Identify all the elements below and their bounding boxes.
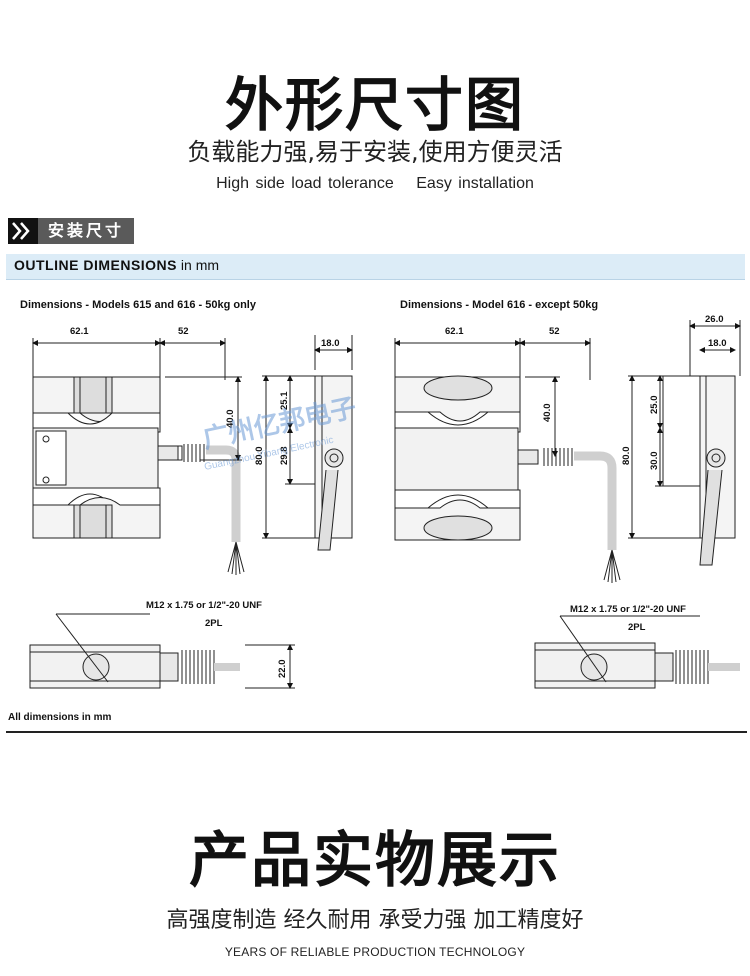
left-pl-label: 2PL [205, 618, 223, 629]
right-front-view [394, 338, 621, 583]
page-subtitle: 负载能力强,易于安装,使用方便灵活 [187, 138, 563, 166]
double-chevron-icon [8, 218, 38, 244]
right-bottom-view [534, 615, 740, 689]
svg-text:40.0: 40.0 [225, 410, 236, 429]
divider [6, 731, 747, 733]
right-thread-label: M12 x 1.75 or 1/2"-20 UNF [570, 604, 686, 615]
svg-text:18.0: 18.0 [321, 338, 340, 349]
svg-text:30.0: 30.0 [649, 452, 660, 471]
feature-side-load: High side load tolerance [216, 175, 394, 192]
product-subtitle: 高强度制造 经久耐用 承受力强 加工精度好 [166, 908, 584, 933]
svg-text:52: 52 [178, 326, 189, 337]
outline-heading: OUTLINE DIMENSIONS [14, 257, 178, 273]
outline-bar [6, 254, 745, 280]
page-title: 外形尺寸图 [224, 71, 525, 139]
section-tag: 安装尺寸 [38, 218, 135, 244]
product-title: 产品实物展示 [189, 826, 561, 896]
svg-text:62.1: 62.1 [445, 326, 464, 337]
dimension-drawing: 62.1 52 40.0 18.0 80.0 25.1 29.8 [29, 314, 741, 689]
footnote: All dimensions in mm [8, 712, 112, 723]
outline-title: OUTLINE DIMENSIONS in mm [14, 257, 219, 273]
left-diagram-caption: Dimensions - Models 615 and 616 - 50kg o… [20, 299, 256, 311]
right-diagram-caption: Dimensions - Model 616 - except 50kg [400, 299, 599, 311]
svg-text:25.1: 25.1 [279, 391, 290, 410]
svg-text:25.0: 25.0 [649, 396, 660, 415]
feature-installation: Easy installation [416, 175, 534, 192]
svg-text:29.8: 29.8 [279, 447, 290, 466]
right-side-view [628, 320, 741, 566]
left-side-view [262, 335, 353, 551]
svg-text:18.0: 18.0 [708, 338, 727, 349]
product-tagline: YEARS OF RELIABLE PRODUCTION TECHNOLOGY [224, 945, 526, 959]
left-thread-label: M12 x 1.75 or 1/2"-20 UNF [146, 600, 262, 611]
left-height-label: 22.0 [277, 660, 288, 679]
svg-text:26.0: 26.0 [705, 314, 724, 325]
left-front-view [32, 338, 245, 575]
right-pl-label: 2PL [628, 622, 646, 633]
feature-list: High side load tolerance Easy installati… [0, 175, 750, 193]
outline-unit: in mm [180, 257, 220, 273]
svg-text:40.0: 40.0 [542, 404, 553, 423]
svg-text:52: 52 [549, 326, 560, 337]
svg-text:80.0: 80.0 [254, 447, 265, 466]
svg-text:80.0: 80.0 [621, 447, 632, 466]
section-header: 安装尺寸 [8, 218, 135, 244]
left-bottom-view [29, 613, 295, 689]
svg-text:62.1: 62.1 [70, 326, 89, 337]
